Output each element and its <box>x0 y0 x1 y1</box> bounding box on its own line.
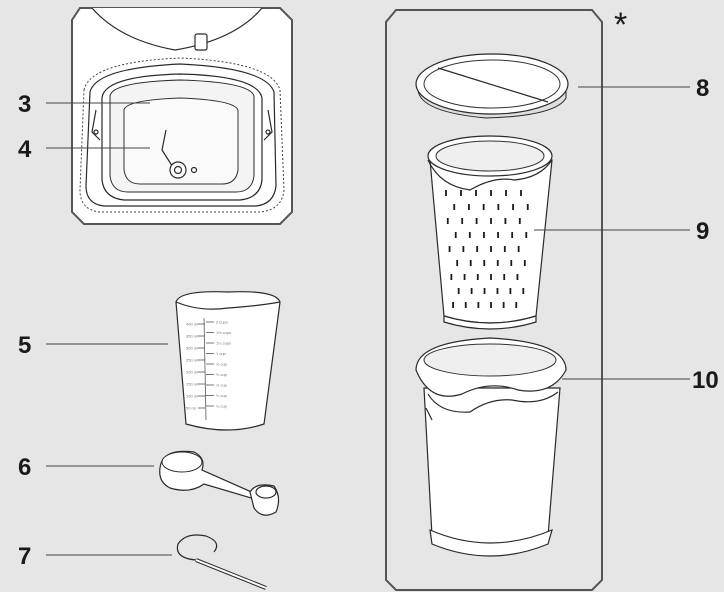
callout-9: 9 <box>696 218 709 245</box>
callout-4: 4 <box>18 136 32 163</box>
bread-pan <box>92 74 272 200</box>
callout-8: 8 <box>696 75 709 102</box>
cup-cup-tick-label: 2 cups <box>216 320 228 325</box>
cup-cup-tick-label: 1 cup <box>216 351 227 356</box>
measuring-spoon <box>160 451 279 515</box>
cup-cup-tick-label: 1¼ cups <box>216 341 231 346</box>
measuring-cup: 400 ml 350 ml 300 ml 250 ml 200 ml 150 ml 100 … <box>176 292 280 430</box>
cup-cup-tick-label: ½ cup <box>216 383 228 388</box>
cup-cup-tick-label: ⅔ cup <box>216 372 228 377</box>
container-lid <box>416 54 568 118</box>
strainer-insert <box>428 136 552 329</box>
cup-ml-tick-label: 400 ml <box>186 322 198 327</box>
cup-ml-tick-label: 200 ml <box>186 370 198 375</box>
cup-ml-tick-label: 350 ml <box>186 334 198 339</box>
cup-ml-tick-label: 150 ml <box>186 382 198 387</box>
optional-asterisk: * <box>614 6 627 44</box>
cup-cup-tick-label: ¾ cup <box>216 362 228 367</box>
cup-cup-tick-label: ⅓ cup <box>216 393 228 398</box>
callout-5: 5 <box>18 332 31 359</box>
cup-ml-tick-label: 100 ml <box>186 394 198 399</box>
cup-ml-tick-label: 50 ml <box>186 406 196 411</box>
callout-3: 3 <box>18 91 31 118</box>
cup-cup-tick-label: 1½ cups <box>216 330 231 335</box>
callout-6: 6 <box>18 454 31 481</box>
cup-ml-tick-label: 250 ml <box>186 358 198 363</box>
callout-7: 7 <box>18 543 31 570</box>
cup-ml-tick-label: 300 ml <box>186 346 198 351</box>
container <box>416 338 566 556</box>
callout-10: 10 <box>692 367 719 394</box>
cup-cup-tick-label: ¼ cup <box>216 404 228 409</box>
paddle-removal-hook <box>177 535 266 588</box>
